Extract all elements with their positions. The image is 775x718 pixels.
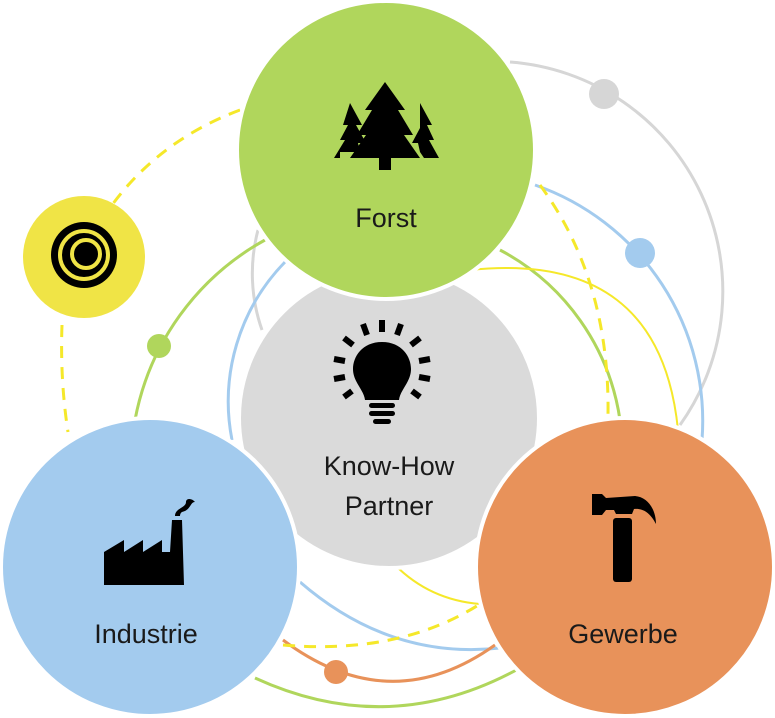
yellow-dash-right — [538, 184, 610, 416]
blue-arc — [534, 183, 705, 441]
yellow-arc-right — [469, 267, 679, 431]
green-arc-left — [133, 238, 266, 421]
forst-label: Forst — [355, 203, 417, 233]
yellow-arc-bottom — [394, 564, 481, 605]
center-label-line2: Partner — [345, 491, 434, 521]
rings-node[interactable] — [23, 196, 145, 318]
blue-dot — [625, 238, 655, 268]
orange-arc-bottom — [282, 638, 496, 683]
gewerbe-node[interactable]: Gewerbe — [474, 416, 775, 718]
green-dot — [147, 334, 171, 358]
center-label-line1: Know-How — [324, 451, 455, 481]
lightbulb-icon — [333, 320, 431, 424]
green-arc-bottom — [254, 666, 521, 709]
green-arc-right — [499, 248, 622, 421]
trees-icon — [334, 82, 439, 170]
blue-arc-left — [226, 260, 287, 441]
yellow-dash-left — [60, 324, 70, 433]
industrie-node[interactable]: Industrie — [0, 416, 301, 718]
blue-arc-bottom — [299, 580, 501, 652]
yellow-dash-top — [110, 108, 241, 206]
orange-dot — [324, 660, 348, 684]
dashed-connectors — [60, 108, 610, 649]
gray-arc-left — [250, 229, 264, 331]
forst-node[interactable]: Forst — [235, 0, 537, 301]
rings-icon — [51, 222, 117, 288]
gewerbe-label: Gewerbe — [568, 619, 678, 649]
center-node[interactable]: Know-How Partner — [237, 266, 541, 570]
gray-dot — [589, 79, 619, 109]
gray-arc — [509, 60, 725, 426]
factory-icon — [104, 499, 195, 585]
yellow-dash-bottom — [282, 602, 481, 649]
hammer-icon — [592, 494, 656, 582]
industrie-label: Industrie — [94, 619, 198, 649]
